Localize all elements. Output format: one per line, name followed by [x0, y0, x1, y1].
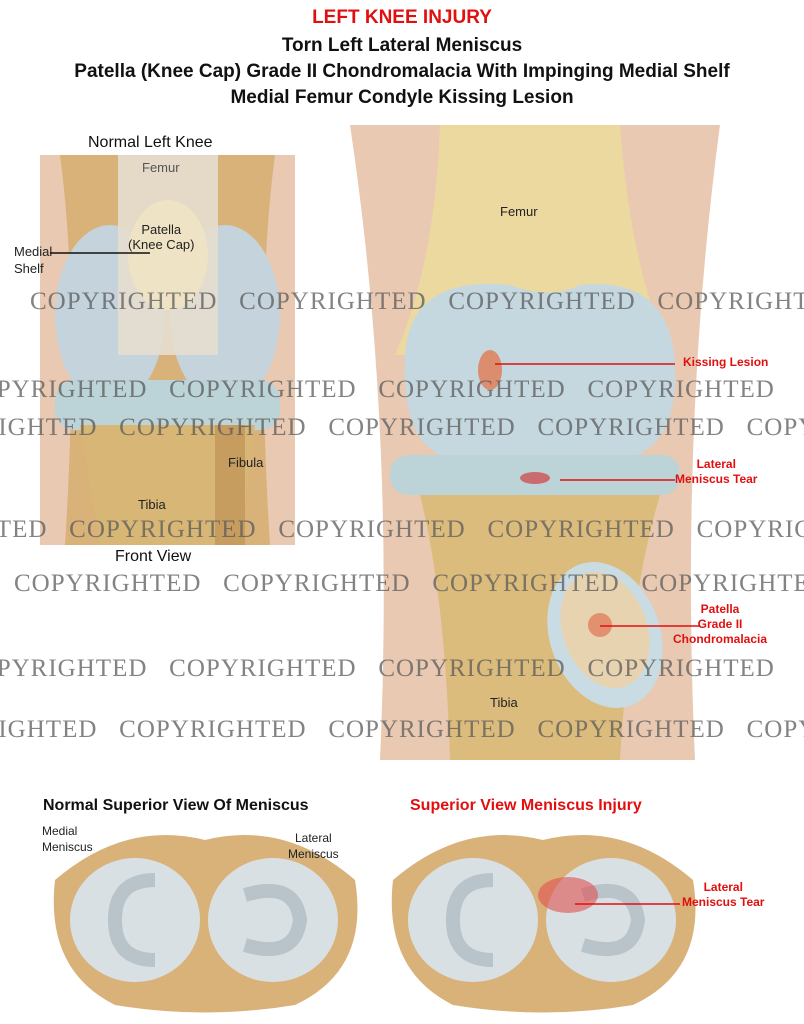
- watermark-row: COPYRIGHTED COPYRIGHTED COPYRIGHTED COPY…: [0, 716, 804, 743]
- label-femur-injured: Femur: [500, 204, 538, 219]
- watermark-row: COPYRIGHTED COPYRIGHTED COPYRIGHTED COPY…: [30, 288, 804, 315]
- label-patella-normal: Patella (Knee Cap): [128, 222, 195, 252]
- label-tibia-injured: Tibia: [490, 695, 518, 710]
- watermark-row: COPYRIGHTED COPYRIGHTED COPYRIGHTED COPY…: [0, 414, 804, 441]
- label-medial-meniscus: Medial Meniscus: [42, 824, 93, 854]
- label-lateral-meniscus: Lateral Meniscus: [288, 831, 339, 861]
- injury-meniscus-heading: Superior View Meniscus Injury: [410, 797, 642, 814]
- front-view-caption: Front View: [115, 548, 192, 565]
- label-patella-chondromalacia: Patella Grade II Chondromalacia: [673, 602, 768, 646]
- injured-knee-illustration: [350, 125, 720, 760]
- normal-knee-illustration: [40, 155, 295, 545]
- title-line2: Torn Left Lateral Meniscus: [281, 35, 523, 56]
- normal-meniscus-illustration: [53, 835, 358, 1013]
- watermark-row: COPYRIGHTED COPYRIGHTED COPYRIGHTED COPY…: [0, 376, 775, 403]
- title-main: LEFT KNEE INJURY: [312, 7, 492, 28]
- meniscus-tear-pointer: [575, 903, 680, 905]
- lateral-tear-pointer: [560, 479, 675, 481]
- label-kissing-lesion: Kissing Lesion: [683, 355, 769, 369]
- title-line3: Patella (Knee Cap) Grade II Chondromalac…: [74, 61, 730, 82]
- label-lateral-tear: Lateral Meniscus Tear: [675, 457, 758, 486]
- normal-meniscus-heading: Normal Superior View Of Meniscus: [43, 797, 309, 814]
- watermark-row: COPYRIGHTED COPYRIGHTED COPYRIGHTED COPY…: [14, 570, 804, 597]
- medial-shelf-pointer: [50, 252, 150, 254]
- label-fibula: Fibula: [228, 455, 264, 470]
- kissing-lesion-pointer: [495, 363, 675, 365]
- patella-pointer: [600, 625, 700, 627]
- label-femur-normal: Femur: [142, 160, 180, 175]
- label-meniscus-tear-superior: Lateral Meniscus Tear: [682, 880, 765, 909]
- normal-knee-heading: Normal Left Knee: [88, 134, 213, 151]
- injured-meniscus-illustration: [391, 835, 696, 1013]
- watermark-row: COPYRIGHTED COPYRIGHTED COPYRIGHTED COPY…: [0, 655, 775, 682]
- watermark-row: COPYRIGHTED COPYRIGHTED COPYRIGHTED COPY…: [0, 516, 804, 543]
- label-tibia-normal: Tibia: [138, 497, 166, 512]
- title-line4: Medial Femur Condyle Kissing Lesion: [230, 87, 574, 108]
- label-medial-shelf: Medial Shelf: [14, 244, 53, 276]
